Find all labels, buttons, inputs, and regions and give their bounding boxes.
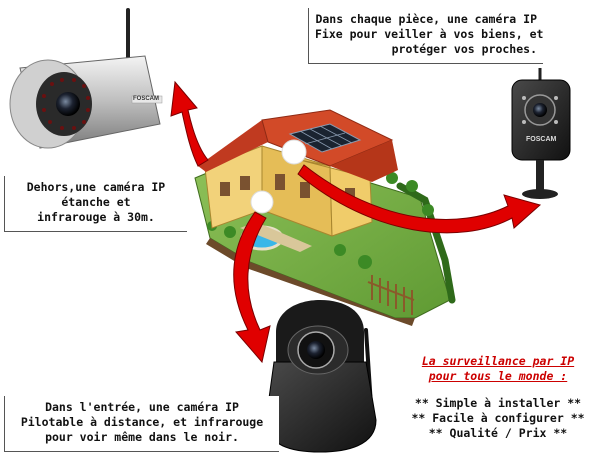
- callout-line: pour voir même dans le noir.: [45, 430, 239, 444]
- promo-bullet: ** Qualité / Prix **: [428, 426, 568, 440]
- callout-line: Pilotable à distance, et infrarouge: [20, 415, 264, 429]
- callout-line: Fixe pour veiller à vos biens, et: [315, 27, 544, 41]
- callout-line: Dans chaque pièce, une caméra IP: [315, 12, 537, 26]
- promo-heading: pour tous le monde :: [428, 369, 568, 383]
- callout-line: étanche et: [61, 195, 131, 209]
- promo-bullet: ** Facile à configurer **: [411, 411, 585, 425]
- indoor-camera: [511, 68, 571, 199]
- brand-label-indoor: FOSCAM: [526, 136, 557, 143]
- promo-bullet: ** Simple à installer **: [414, 396, 582, 410]
- callout-indoor-camera: Dans chaque pièce, une caméra IP Fixe po…: [308, 8, 543, 64]
- outdoor-camera: [9, 8, 163, 149]
- callout-line: Dans l'entrée, une caméra IP: [45, 400, 239, 414]
- promo-block: La surveillance par IP pour tous le mond…: [400, 354, 596, 441]
- callout-line: Dehors,une caméra IP: [26, 180, 166, 194]
- callout-line: protéger vos proches.: [391, 42, 537, 56]
- ptz-camera: [265, 300, 377, 453]
- callout-line: infrarouge à 30m.: [37, 210, 155, 224]
- callout-outdoor-camera: Dehors,une caméra IP étanche et infrarou…: [4, 176, 187, 232]
- callout-ptz-camera: Dans l'entrée, une caméra IP Pilotable à…: [4, 396, 279, 452]
- arrows: [170, 80, 542, 364]
- house: [198, 109, 398, 237]
- promo-heading: La surveillance par IP: [421, 354, 575, 368]
- brand-label-outdoor: FOSCAM: [133, 96, 159, 102]
